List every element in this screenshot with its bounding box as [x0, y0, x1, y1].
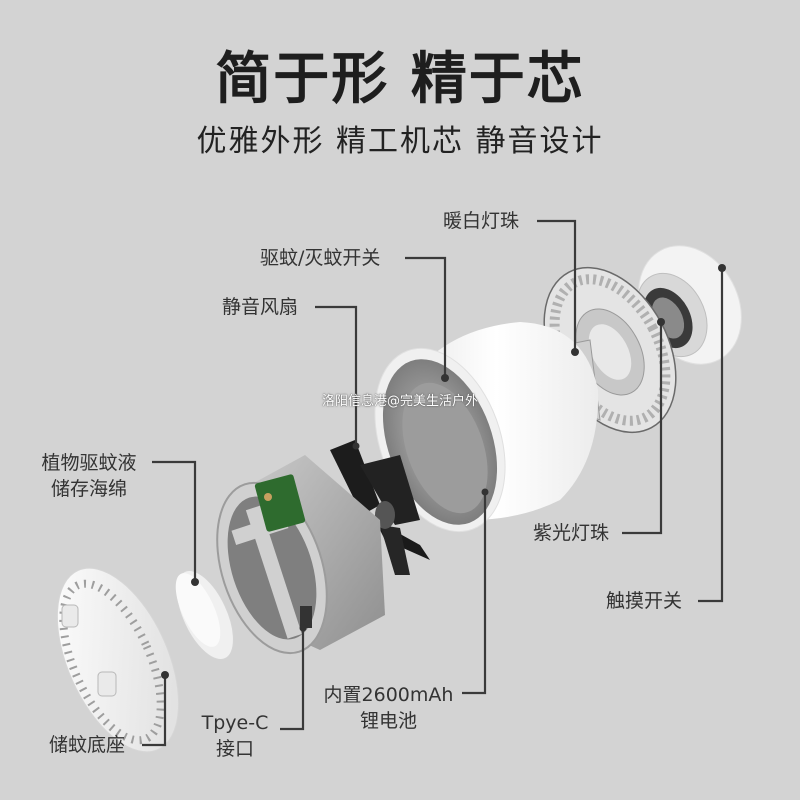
mosquito-storage-base	[56, 567, 180, 753]
leader-lines	[142, 219, 724, 747]
page-title: 简于形 精于芯	[215, 47, 585, 112]
silent-fan	[330, 440, 430, 575]
leader-dots	[161, 264, 726, 679]
callout-battery-line1: 内置2600mAh	[323, 684, 454, 706]
callout-type-c-line2: 接口	[215, 738, 254, 760]
callout-mode-switch: 驱蚊/灭蚊开关	[260, 247, 381, 269]
callout-warm-white-led: 暖白灯珠	[443, 210, 520, 232]
callout-battery: 内置2600mAh 锂电池	[316, 682, 461, 734]
callout-base: 储蚊底座	[49, 734, 126, 756]
callout-type-c-line1: Tpye-C	[201, 712, 269, 734]
repellent-sponge	[175, 570, 234, 660]
callout-uv-led: 紫光灯珠	[533, 522, 610, 544]
page-subtitle: 优雅外形 精工机芯 静音设计	[196, 124, 604, 159]
callout-battery-line2: 锂电池	[359, 710, 417, 732]
callout-sponge-line2: 储存海绵	[50, 478, 127, 500]
callout-touch-switch: 触摸开关	[606, 590, 683, 612]
battery-module	[216, 455, 385, 655]
callout-sponge: 植物驱蚊液 储存海绵	[33, 450, 145, 502]
watermark-text: 洛阳信息港@完美生活户外	[322, 394, 479, 409]
callout-sponge-line1: 植物驱蚊液	[41, 452, 137, 474]
callout-silent-fan: 静音风扇	[222, 296, 299, 318]
callout-type-c: Tpye-C 接口	[196, 710, 274, 762]
